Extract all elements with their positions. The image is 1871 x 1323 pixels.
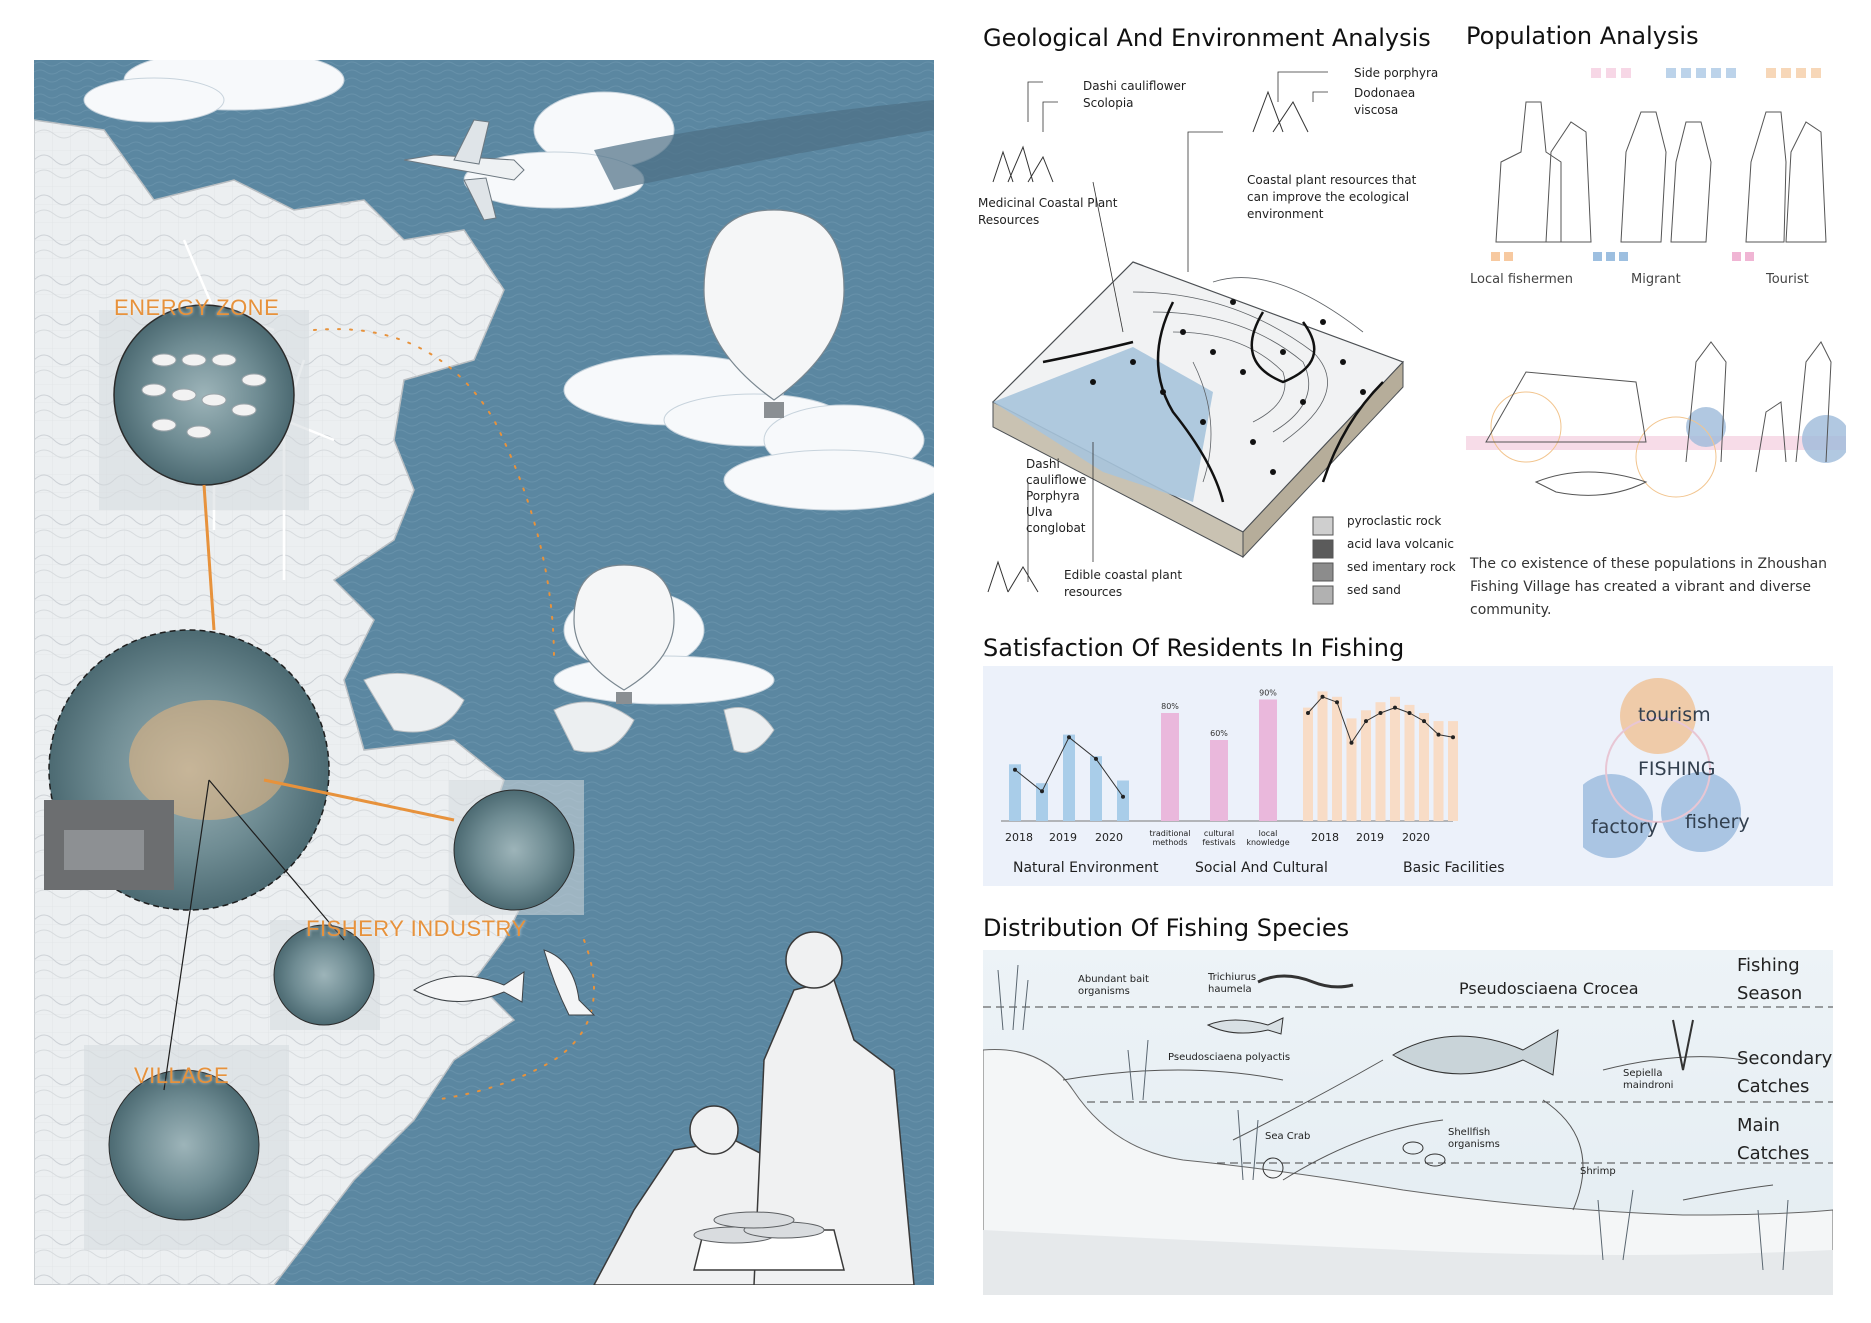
species-distribution-diagram bbox=[983, 964, 1833, 1295]
chart-point bbox=[1436, 732, 1441, 737]
chart-data-label: 90% bbox=[1259, 689, 1277, 698]
label-bait: Abundant bait organisms bbox=[1078, 974, 1149, 997]
plant-label-coastal: Coastal plant resources that can improve… bbox=[1247, 173, 1417, 221]
group-label-migrant: Migrant bbox=[1631, 272, 1681, 287]
chart-bar bbox=[1063, 734, 1075, 821]
plant-label-list: Dashi cauliflowe Porphyra Ulva conglobat bbox=[1026, 457, 1087, 535]
plant-label-medicinal: Medicinal Coastal Plant Resources bbox=[978, 196, 1118, 227]
chart-category-label: traditional bbox=[1149, 829, 1190, 838]
chart-tick-label: 2018 bbox=[1311, 831, 1339, 844]
chart-bar bbox=[1161, 713, 1179, 821]
group-label-local-fishermen: Local fishermen bbox=[1470, 272, 1574, 287]
label-shellfish: Shellfish organisms bbox=[1448, 1127, 1500, 1150]
chart-category-label: cultural bbox=[1204, 829, 1234, 838]
chart-point bbox=[1320, 694, 1325, 699]
chart-point bbox=[1422, 719, 1426, 724]
site-map-illustration bbox=[34, 60, 934, 1285]
chart-bar bbox=[1419, 713, 1429, 821]
chart-tick-label: 2019 bbox=[1049, 831, 1077, 844]
chart-point bbox=[1451, 735, 1455, 740]
label-trichiurus: Trichiurus haumela bbox=[1208, 972, 1257, 995]
chart-point bbox=[1364, 719, 1368, 724]
chart-bar bbox=[1361, 710, 1371, 821]
chart-bar bbox=[1036, 783, 1048, 821]
chart-point bbox=[1378, 711, 1383, 715]
chart-bar bbox=[1009, 764, 1021, 821]
chart-bar bbox=[1303, 707, 1313, 821]
chart-bar bbox=[1346, 718, 1357, 821]
energy-zone-label: ENERGY ZONE bbox=[114, 295, 280, 320]
site-map-panel: ENERGY ZONE FISHERY INDUSTRY VILLAGE bbox=[34, 60, 934, 1285]
chart-bar bbox=[1210, 740, 1228, 821]
chart-bar bbox=[1317, 691, 1328, 821]
chart-point bbox=[1349, 740, 1354, 745]
chart-bar bbox=[1448, 721, 1458, 821]
band-fishing-season: Fishing Season bbox=[1737, 955, 1803, 1004]
fishermen-illustration bbox=[593, 931, 915, 1285]
population-figures bbox=[1466, 68, 1846, 498]
chart-point bbox=[1407, 711, 1412, 715]
chart-bar bbox=[1390, 696, 1400, 821]
village-label: VILLAGE bbox=[134, 1063, 230, 1088]
chart-point bbox=[1306, 711, 1310, 715]
chart-category-label: knowledge bbox=[1246, 838, 1289, 847]
plant-label-edible: Edible coastal plant resources bbox=[1064, 568, 1183, 599]
plant-label-dashi: Dashi cauliflower Scolopia bbox=[1083, 79, 1186, 110]
chart-bar bbox=[1404, 704, 1415, 821]
group-label-tourist: Tourist bbox=[1766, 272, 1809, 287]
chart-bar bbox=[1332, 696, 1342, 821]
venn-diagram bbox=[1583, 678, 1741, 858]
chart-group-facilities: Basic Facilities bbox=[1403, 860, 1505, 876]
venn-fishery: fishery bbox=[1685, 811, 1750, 833]
fishery-industry-label: FISHERY INDUSTRY bbox=[306, 916, 527, 941]
chart-tick-label: 2019 bbox=[1356, 831, 1384, 844]
chart-group-natural: Natural Environment bbox=[1013, 860, 1159, 876]
species-title: Distribution Of Fishing Species bbox=[983, 914, 1350, 942]
venn-tourism: tourism bbox=[1638, 704, 1711, 726]
chart-bar bbox=[1090, 756, 1102, 821]
chart-point bbox=[1335, 700, 1339, 705]
chart-data-label: 80% bbox=[1161, 702, 1179, 711]
chart-bar bbox=[1375, 702, 1386, 821]
venn-fishing: FISHING bbox=[1638, 758, 1716, 780]
chart-bar bbox=[1259, 699, 1277, 821]
geology-title: Geological And Environment Analysis bbox=[983, 24, 1431, 52]
chart-category-label: festivals bbox=[1202, 838, 1235, 847]
label-polyactis: Pseudosciaena polyactis bbox=[1168, 1052, 1291, 1063]
chart-point bbox=[1067, 735, 1071, 740]
chart-point bbox=[1040, 789, 1044, 794]
chart-tick-label: 2020 bbox=[1402, 831, 1430, 844]
satisfaction-title: Satisfaction Of Residents In Fishing bbox=[983, 634, 1405, 662]
chart-point bbox=[1013, 767, 1017, 772]
chart-group-social: Social And Cultural bbox=[1195, 860, 1328, 876]
label-sepiella: Sepiella maindroni bbox=[1623, 1068, 1674, 1091]
chart-tick-label: 2020 bbox=[1095, 831, 1123, 844]
label-crab: Sea Crab bbox=[1265, 1131, 1311, 1142]
venn-factory: factory bbox=[1591, 816, 1658, 838]
chart-point bbox=[1094, 756, 1098, 761]
population-title: Population Analysis bbox=[1466, 22, 1699, 50]
chart-tick-label: 2018 bbox=[1005, 831, 1033, 844]
hot-air-balloons bbox=[573, 209, 845, 704]
geology-isometric-diagram bbox=[987, 71, 1405, 605]
plant-label-side: Side porphyra Dodonaea viscosa bbox=[1354, 66, 1439, 117]
rock-legend: pyroclastic rock acid lava volcanic sed … bbox=[1347, 514, 1456, 597]
label-shrimp: Shrimp bbox=[1580, 1166, 1616, 1177]
band-secondary-catches: Secondary Catches bbox=[1737, 1048, 1833, 1097]
population-description: The co existence of these populations in… bbox=[1470, 556, 1828, 618]
chart-category-label: methods bbox=[1152, 838, 1187, 847]
airplane-illustration bbox=[403, 119, 525, 221]
chart-bar bbox=[1117, 780, 1129, 821]
chart-category-label: local bbox=[1259, 829, 1278, 838]
band-main-catches: Main Catches bbox=[1737, 1115, 1810, 1164]
chart-data-label: 60% bbox=[1210, 729, 1228, 738]
label-main-species: Pseudosciaena Crocea bbox=[1459, 979, 1639, 998]
species-panel: Abundant bait organisms Trichiurus haume… bbox=[983, 950, 1833, 1295]
chart-bar bbox=[1433, 721, 1444, 821]
chart-point bbox=[1121, 794, 1125, 799]
chart-point bbox=[1393, 705, 1397, 710]
